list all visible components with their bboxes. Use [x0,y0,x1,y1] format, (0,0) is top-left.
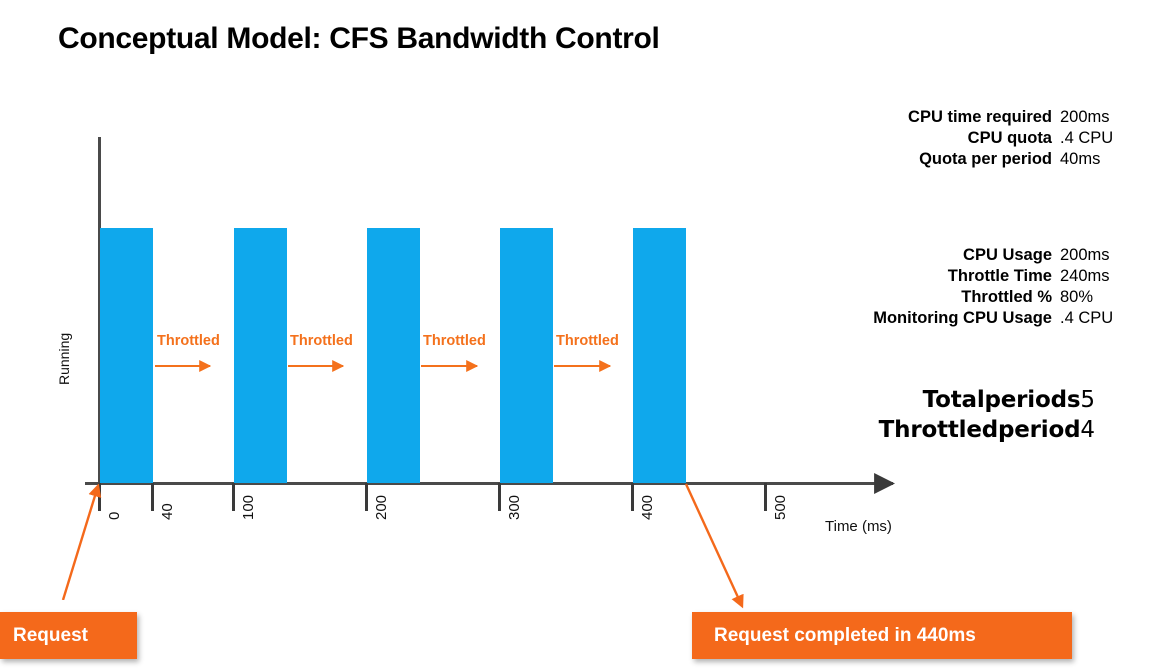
x-tick-100: 100 [240,494,257,520]
stat-row: Quota per period 40ms [908,150,1146,169]
stat-value: .4 CPU [1060,129,1114,147]
throttled-label-1: Throttled [157,333,220,349]
period-counters: Totalperiods5 Throttledperiod4 [879,385,1095,446]
x-tick-0: 0 [106,511,123,520]
callout-request: Request [0,612,137,659]
stats-panel-configuration: CPU time required 200ms CPU quota .4 CPU… [908,108,1146,171]
throttled-label-2: Throttled [290,333,353,349]
throttled-periods-line: Throttledperiod4 [879,415,1095,445]
stat-row: Throttle Time 240ms [873,267,1146,286]
stat-key: CPU Usage [963,246,1052,264]
total-periods-label: Totalperiods [922,387,1081,413]
y-axis-title: Running [56,332,72,385]
stat-key: Throttled % [961,288,1052,306]
throttled-label-3: Throttled [423,333,486,349]
cfs-bandwidth-chart: 0 40 100 200 300 400 500 Time (ms) Runni… [56,137,896,600]
stat-row: CPU quota .4 CPU [908,129,1146,148]
stat-key: Throttle Time [947,267,1052,285]
stat-row: Monitoring CPU Usage .4 CPU [873,309,1146,328]
stat-row: CPU Usage 200ms [873,246,1146,265]
stat-value: 40ms [1060,150,1101,168]
callout-completed-label: Request completed in 440ms [714,624,976,646]
stat-value: 80% [1060,288,1094,306]
stat-key: Monitoring CPU Usage [873,309,1052,327]
bar-period-3 [367,228,420,483]
x-tick-200: 200 [373,494,390,520]
x-tick-300: 300 [506,494,523,520]
completion-connector-svg [684,483,744,609]
stats-panel-results: CPU Usage 200ms Throttle Time 240ms Thro… [873,246,1146,330]
throttled-label-4: Throttled [556,333,619,349]
stat-value: 240ms [1060,267,1110,285]
x-tick-40: 40 [159,503,176,520]
stat-value: 200ms [1060,108,1110,126]
page-title: Conceptual Model: CFS Bandwidth Control [58,22,660,55]
total-periods-value: 5 [1080,387,1095,413]
chart-axes-svg [61,137,896,600]
request-connector-line [61,483,102,600]
total-periods-line: Totalperiods5 [879,385,1095,415]
bar-period-1 [100,228,153,483]
bar-period-5 [633,228,686,483]
throttled-periods-label: Throttledperiod [878,417,1081,444]
throttled-periods-value: 4 [1080,417,1095,444]
callout-request-completed: Request completed in 440ms [692,612,1072,659]
stat-key: Quota per period [919,150,1052,168]
x-tick-400: 400 [639,494,656,520]
bar-period-2 [234,228,287,483]
callout-request-label: Request [13,624,88,646]
completion-connector-line [684,483,744,609]
stat-value: .4 CPU [1060,309,1114,327]
x-axis-title: Time (ms) [825,518,892,535]
bar-period-4 [500,228,553,483]
stat-value: 200ms [1060,246,1110,264]
stat-key: CPU quota [967,129,1052,147]
stat-key: CPU time required [908,108,1052,126]
stat-row: CPU time required 200ms [908,108,1146,127]
stat-row: Throttled % 80% [873,288,1146,307]
